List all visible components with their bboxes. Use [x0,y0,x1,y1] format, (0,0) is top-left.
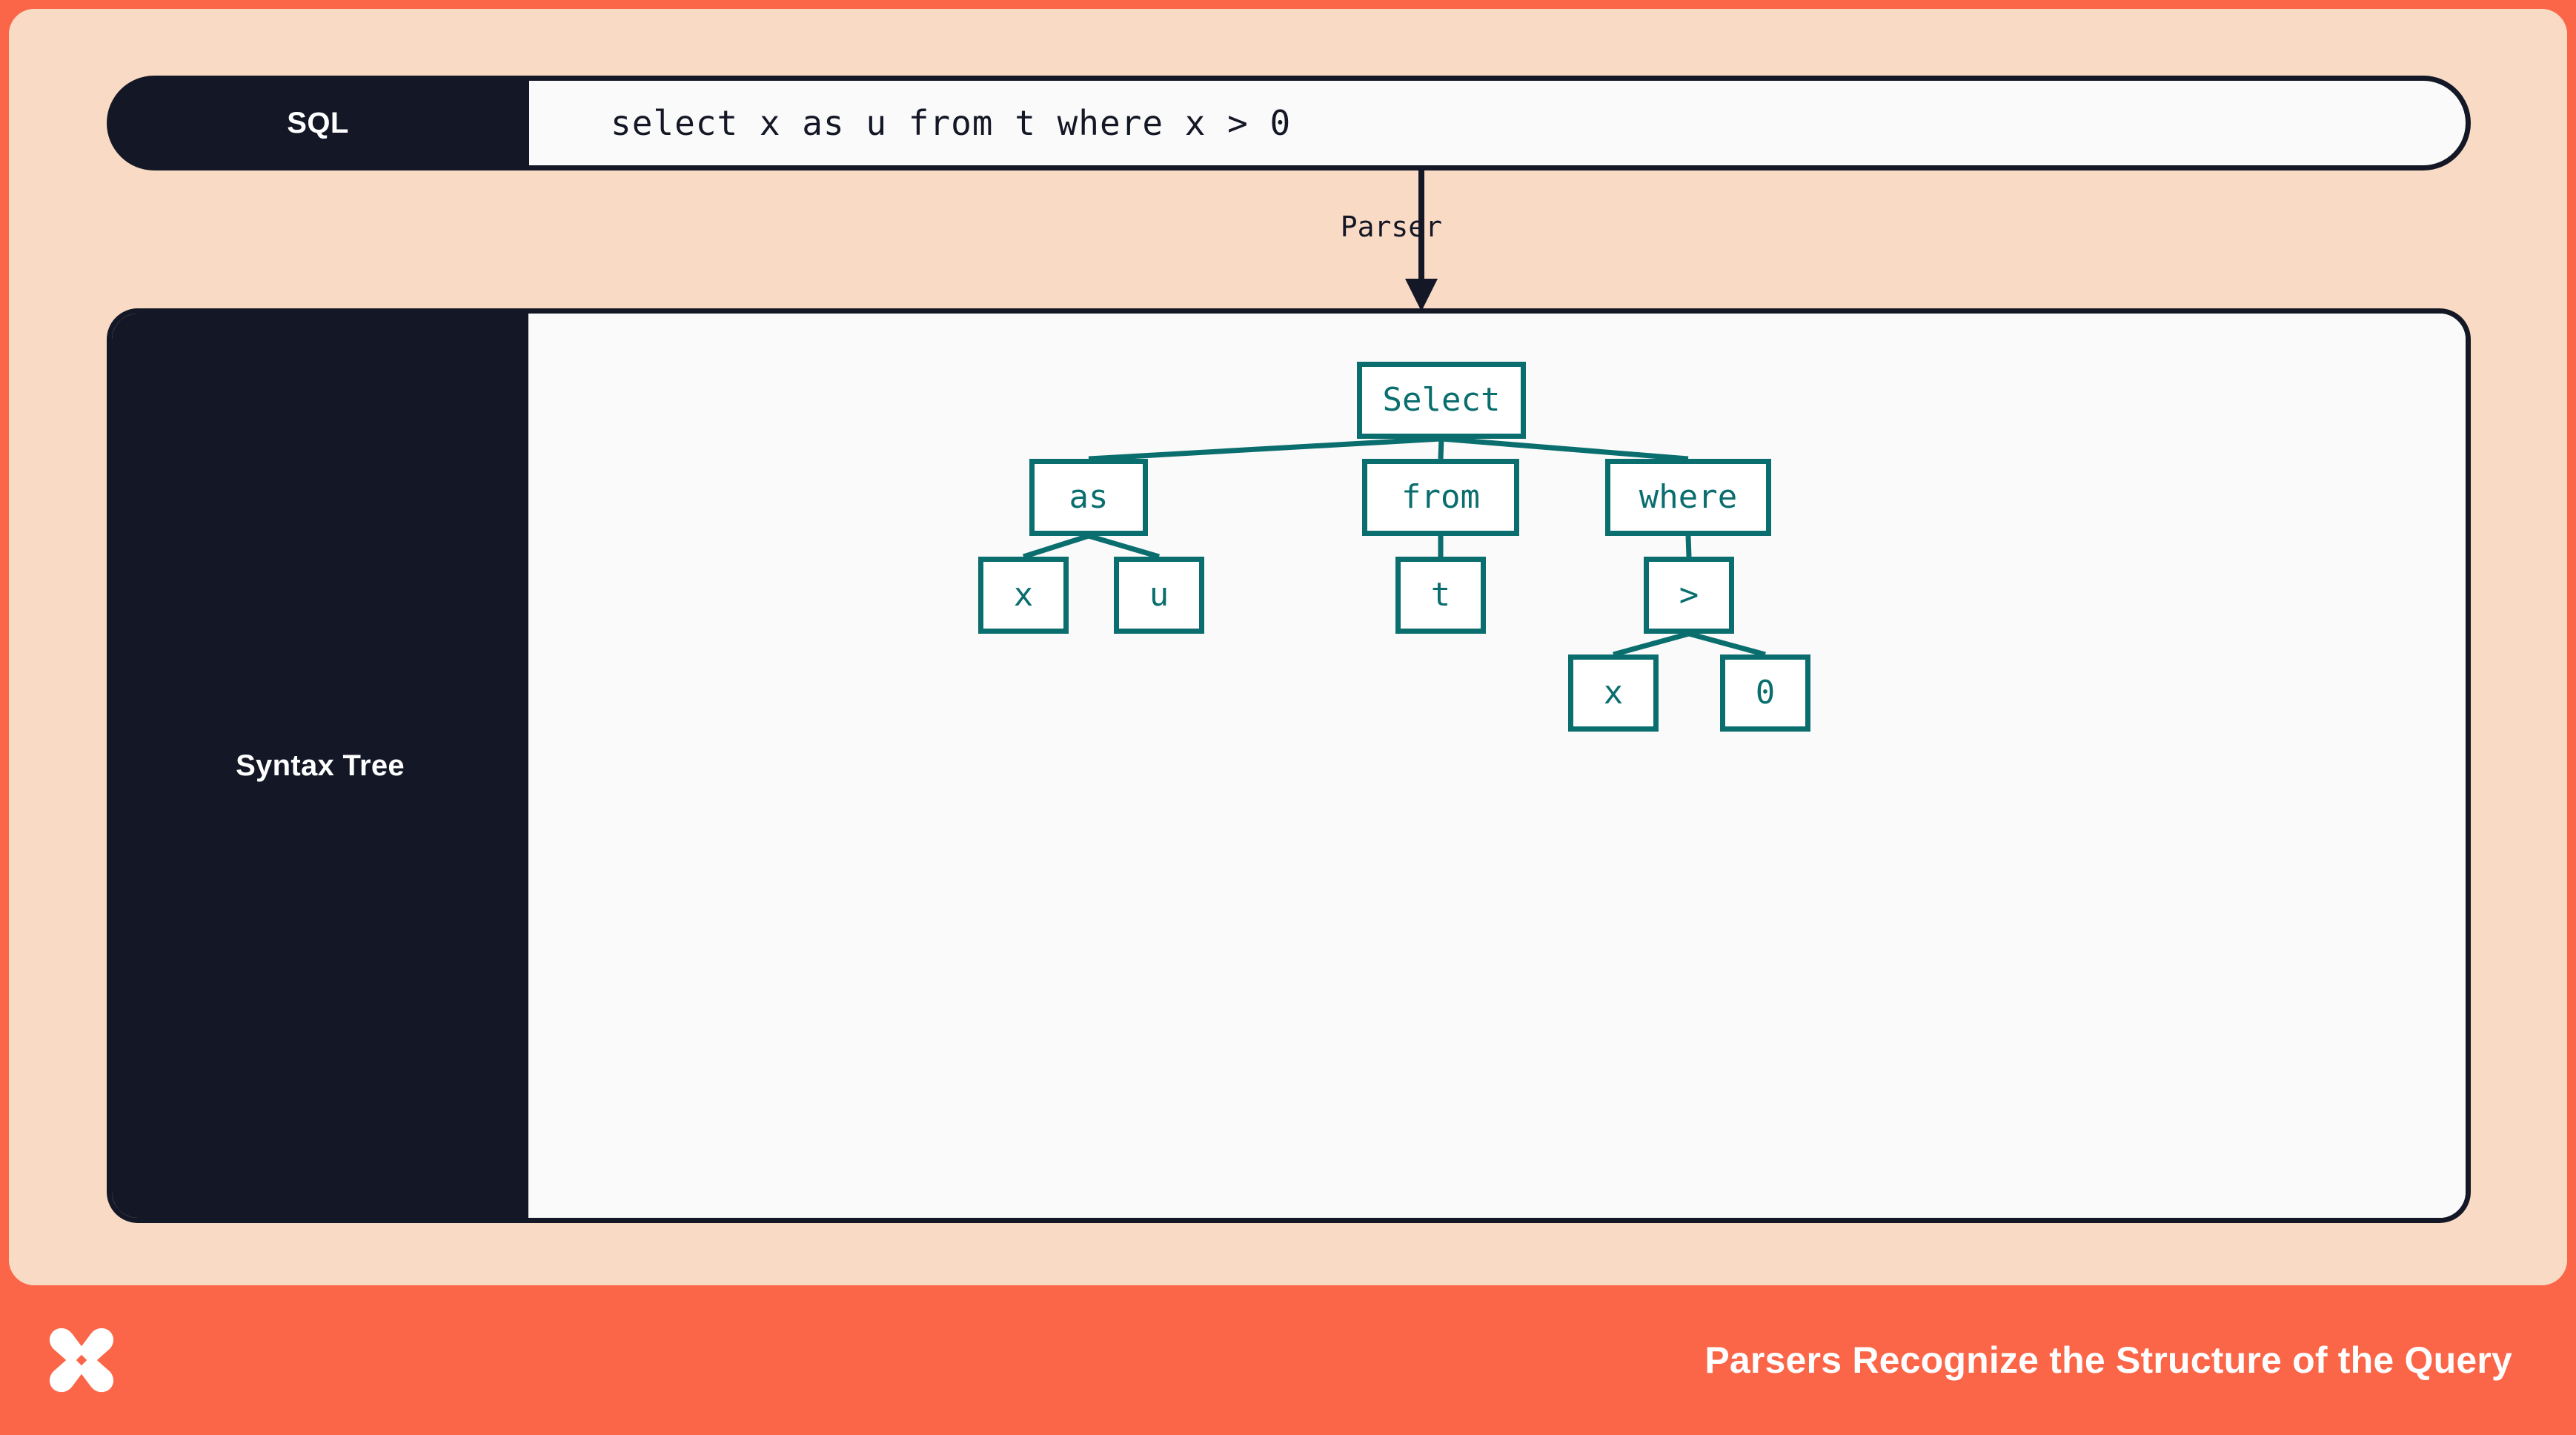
tree-node-from[interactable]: from [1362,459,1519,536]
sql-label-pill: SQL [107,76,529,170]
tree-node-label: x [1603,674,1624,712]
tree-node-label: > [1679,576,1699,614]
tree-edges [1022,436,1766,657]
syntax-tree-canvas: Select as from where x u t > x 0 [528,314,2466,1218]
parser-label: Parser [1340,211,1442,243]
tree-node-label: where [1639,478,1738,516]
arrow-down-icon [1405,170,1438,311]
syntax-tree-label: Syntax Tree [236,749,405,782]
tree-node-label: from [1401,478,1480,516]
tree-edge-select-as [1088,436,1442,462]
sql-row: SQL select x as u from t where x > 0 [107,76,2471,170]
tree-edge-where-gt [1685,535,1692,557]
tree-edge-as-u [1088,533,1160,560]
footer-tagline: Parsers Recognize the Structure of the Q… [1704,1339,2512,1381]
tree-node-label: t [1430,576,1451,614]
tree-node-select[interactable]: Select [1357,362,1526,439]
tree-node-label: x [1013,576,1034,614]
sql-label: SQL [287,106,349,139]
tree-edge-select-where [1441,436,1689,462]
sql-query-text: select x as u from t where x > 0 [611,103,1292,143]
tree-node-t[interactable]: t [1395,557,1486,634]
footer-banner: Parsers Recognize the Structure of the Q… [0,1285,2576,1435]
butterfly-x-logo-icon [49,1328,114,1393]
tree-edge-gt-x2 [1613,631,1690,657]
tree-edge-as-x1 [1022,533,1090,560]
tree-node-u[interactable]: u [1114,557,1204,634]
tree-node-label: u [1149,576,1169,614]
tree-node-x2[interactable]: x [1568,654,1659,732]
tree-node-label: as [1069,478,1109,516]
syntax-tree-panel: Syntax Tree Select as from where x u t > x 0 [107,308,2471,1223]
main-panel: SQL select x as u from t where x > 0 Par… [9,9,2567,1285]
syntax-tree-sidebar: Syntax Tree [112,314,528,1218]
tree-node-x1[interactable]: x [978,557,1069,634]
tree-node-label: 0 [1755,674,1776,712]
sql-query-box[interactable]: select x as u from t where x > 0 [529,76,2471,170]
tree-node-where[interactable]: where [1605,459,1771,536]
tree-edge-gt-zero [1688,631,1766,657]
tree-node-label: Select [1382,381,1501,419]
parser-arrow-group: Parser [1341,170,1491,311]
tree-node-as[interactable]: as [1029,459,1148,536]
tree-node-zero[interactable]: 0 [1720,654,1810,732]
tree-node-gt[interactable]: > [1644,557,1734,634]
